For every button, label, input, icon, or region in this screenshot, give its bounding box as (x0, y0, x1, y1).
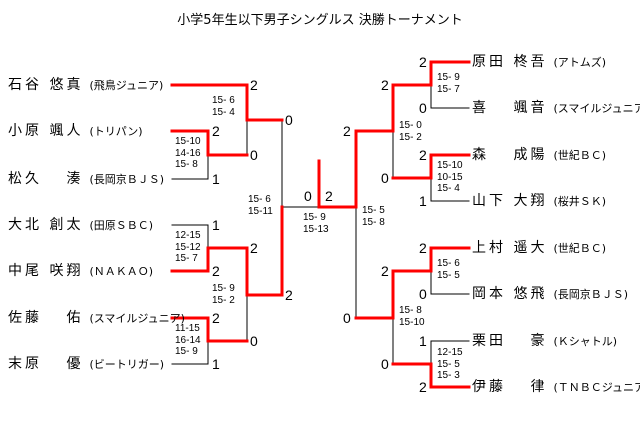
player-name: 森 成陽 (472, 147, 548, 163)
player-club: (トリパン) (89, 125, 143, 138)
player-club: (スマイルジュニア) (89, 312, 185, 325)
player-left-3: 松久 湊 (長岡京ＢＪＳ) (8, 171, 164, 188)
match-score: 0 (250, 147, 258, 163)
match-score: 2 (212, 263, 220, 279)
match-score: 0 (381, 170, 389, 186)
match-score: 0 (381, 356, 389, 372)
player-left-1: 石谷 悠真 (飛鳥ジュニア) (8, 77, 163, 94)
player-name: 岡本 悠飛 (472, 286, 548, 302)
player-right-2: 喜 颯音 (スマイルジュニア) (472, 100, 640, 117)
player-name: 原田 柊吾 (472, 54, 548, 70)
player-club: (長岡京ＢＪＳ) (89, 173, 165, 186)
player-name: 山下 大翔 (472, 193, 548, 209)
player-name: 大北 創太 (8, 217, 84, 233)
match-score: 2 (381, 77, 389, 93)
player-name: 小原 颯人 (8, 123, 84, 139)
match-score: 2 (250, 77, 258, 93)
match-score: 1 (212, 217, 220, 233)
match-score: 1 (419, 193, 427, 209)
match-score: 1 (212, 356, 220, 372)
player-club: (Ｋシャトル) (553, 335, 618, 348)
match-score: 0 (250, 333, 258, 349)
player-left-4: 大北 創太 (田原ＳＢＣ) (8, 217, 153, 234)
player-club: (アトムズ) (553, 56, 607, 69)
player-name: 上村 遥大 (472, 240, 548, 256)
match-score: 2 (212, 310, 220, 326)
player-left-2: 小原 颯人 (トリパン) (8, 123, 143, 140)
match-score: 2 (419, 240, 427, 256)
player-club: (スマイルジュニア) (553, 102, 640, 115)
player-club: (飛鳥ジュニア) (89, 79, 164, 92)
player-name: 喜 颯音 (472, 100, 548, 116)
match-score: 2 (419, 54, 427, 70)
player-club: (長岡京ＢＪＳ) (553, 288, 629, 301)
player-right-7: 栗田 豪 (Ｋシャトル) (472, 333, 617, 350)
match-score: 2 (419, 379, 427, 395)
match-score: 2 (250, 240, 258, 256)
player-name: 佐藤 佑 (8, 310, 84, 326)
match-score: 0 (419, 100, 427, 116)
player-name: 松久 湊 (8, 171, 84, 187)
player-club: (ビートリガー) (89, 358, 165, 371)
match-score: 0 (343, 310, 351, 326)
match-score: 1 (212, 171, 220, 187)
player-right-6: 岡本 悠飛 (長岡京ＢＪＳ) (472, 286, 628, 303)
match-score: 0 (419, 286, 427, 302)
player-right-8: 伊藤 律 (ＴＮＢＣジュニア) (472, 379, 640, 396)
player-club: (ＴＮＢＣジュニア) (553, 381, 640, 394)
player-right-3: 森 成陽 (世紀ＢＣ) (472, 147, 606, 164)
player-name: 末原 優 (8, 356, 84, 372)
player-name: 栗田 豪 (472, 333, 548, 349)
player-name: 石谷 悠真 (8, 77, 84, 93)
match-score: 2 (285, 287, 293, 303)
player-club: (世紀ＢＣ) (553, 149, 607, 162)
match-score: 2 (381, 263, 389, 279)
player-left-7: 末原 優 (ビートリガー) (8, 356, 164, 373)
player-name: 伊藤 律 (472, 379, 548, 395)
player-club: (桜井ＳＫ) (553, 195, 607, 208)
player-left-6: 佐藤 佑 (スマイルジュニア) (8, 310, 185, 327)
player-right-4: 山下 大翔 (桜井ＳＫ) (472, 193, 606, 210)
match-score: 2 (419, 147, 427, 163)
player-name: 中尾 咲翔 (8, 263, 84, 279)
match-score: 0 (285, 112, 293, 128)
player-right-5: 上村 遥大 (世紀ＢＣ) (472, 240, 606, 257)
final-score-left: 0 (304, 188, 312, 204)
player-left-5: 中尾 咲翔 (ＮＡＫＡＯ) (8, 263, 153, 280)
player-club: (ＮＡＫＡＯ) (89, 265, 154, 278)
player-club: (田原ＳＢＣ) (89, 219, 154, 232)
page-title: 小学5年生以下男子シングルス 決勝トーナメント (177, 13, 463, 28)
match-score: 2 (343, 123, 351, 139)
player-right-1: 原田 柊吾 (アトムズ) (472, 54, 606, 71)
final-score-right: 2 (325, 188, 333, 204)
match-score: 1 (419, 333, 427, 349)
player-club: (世紀ＢＣ) (553, 242, 607, 255)
match-score: 2 (212, 123, 220, 139)
